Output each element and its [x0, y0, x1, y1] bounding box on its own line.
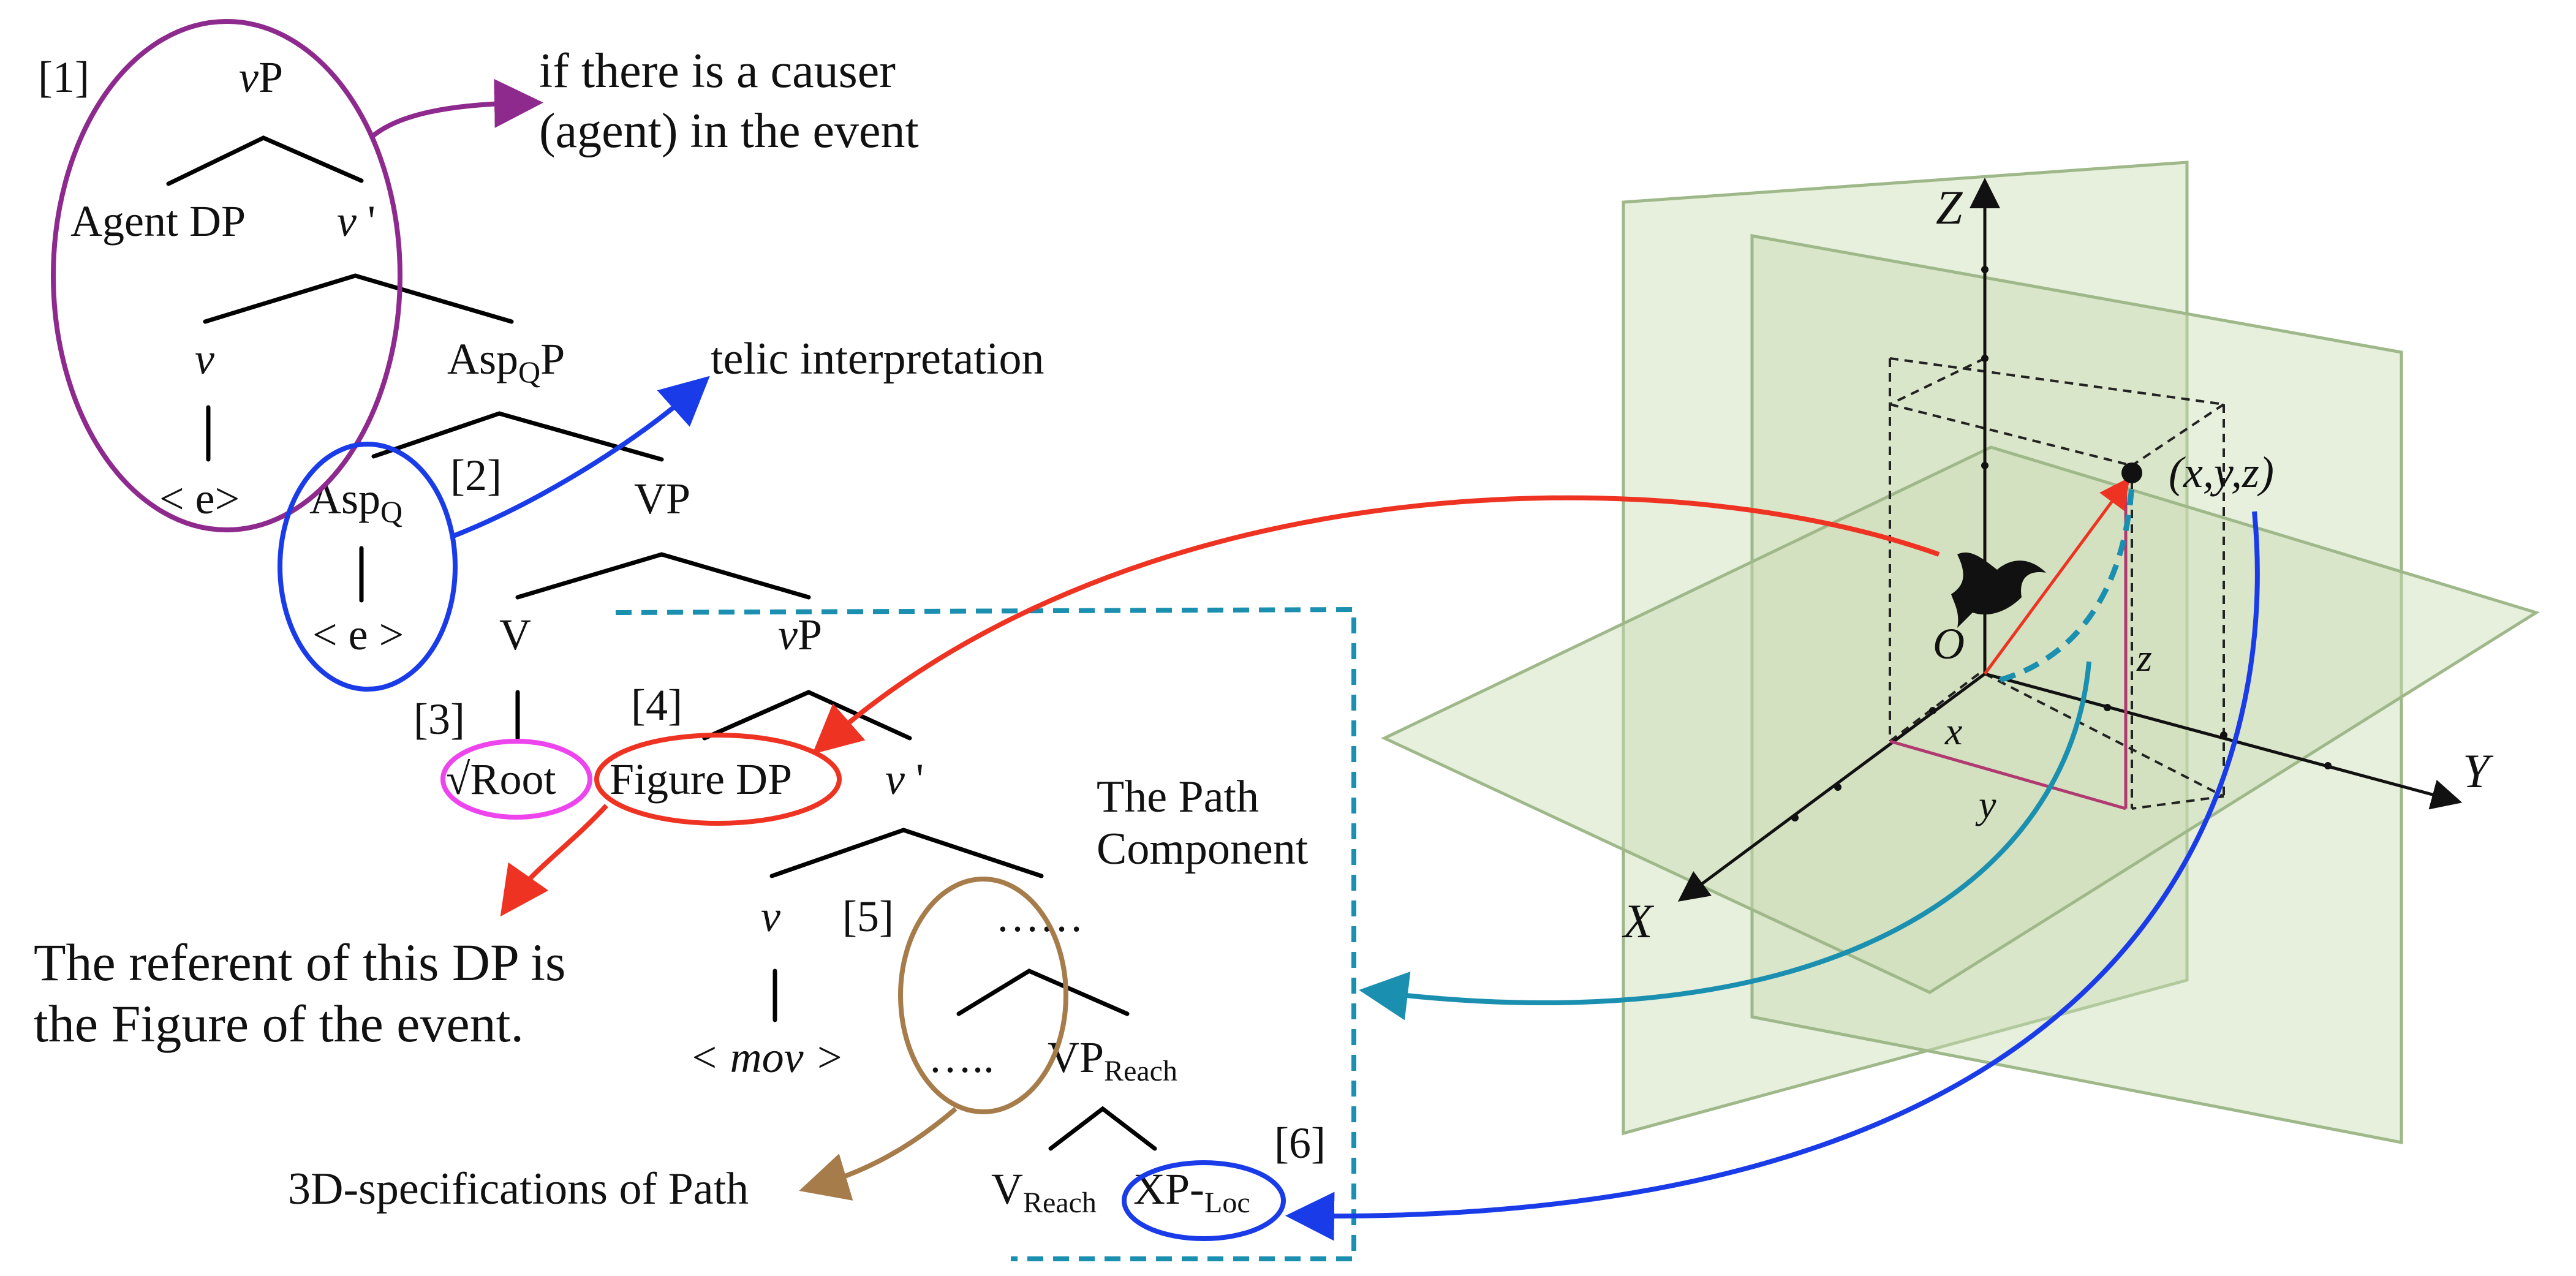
y-coord-label: y — [1975, 783, 1996, 826]
node-V: V — [499, 610, 531, 659]
x-axis-label: X — [1622, 894, 1655, 948]
node-vP-mid: vP — [778, 610, 822, 659]
index-1: [1] — [38, 53, 89, 102]
node-vP-top: vP — [239, 53, 283, 102]
path-spec-ellipse — [898, 877, 1068, 1114]
node-v-low: v — [761, 892, 780, 941]
node-dots-low: ….. — [928, 1033, 994, 1082]
index-6: [6] — [1274, 1119, 1326, 1168]
y-axis — [1984, 672, 2463, 810]
node-v-bar-top: v ' — [337, 197, 376, 246]
origin-label: O — [1933, 619, 1965, 668]
point-marker — [2121, 462, 2142, 483]
node-root: √Root — [446, 755, 556, 804]
causer-annotation-line1: if there is a causer — [539, 44, 896, 98]
figure-annotation-line1: The referent of this DP is — [34, 933, 566, 992]
spec3d-annotation: 3D-specifications of Path — [288, 1164, 749, 1214]
plane-vertical-right — [1750, 234, 2403, 1145]
coordinate-system: Z Y X O (x,y,z) x y z — [1381, 160, 2540, 1145]
node-mov: < mov > — [689, 1033, 844, 1082]
position-vector — [1983, 477, 2130, 675]
index-3: [3] — [414, 695, 465, 744]
bird-icon — [1951, 552, 2046, 628]
figure-arrow — [500, 804, 608, 917]
node-figure-dp: Figure DP — [610, 755, 792, 804]
path-component-box — [615, 606, 1356, 1261]
node-v-reach: VReach — [991, 1165, 1097, 1219]
node-vp-reach: VPReach — [1048, 1033, 1177, 1087]
node-asp-q: AspQ — [309, 474, 402, 529]
causer-arrow — [369, 78, 543, 140]
node-dots-top: …… — [995, 892, 1084, 941]
node-v-top: v — [195, 334, 214, 383]
plane-horizontal — [1381, 445, 2540, 994]
asp-q-ellipse — [278, 442, 458, 692]
path-component-label-line2: Component — [1097, 824, 1309, 874]
z-coord-label: z — [2136, 636, 2152, 679]
path-component-label-line1: The Path — [1097, 772, 1259, 822]
figure-dp-ellipse — [594, 733, 842, 826]
index-5: [5] — [842, 892, 894, 941]
plane-vertical-back — [1622, 160, 2189, 1136]
index-4: [4] — [631, 681, 682, 730]
dashed-box — [1889, 357, 2225, 810]
node-e-2: < e > — [312, 610, 404, 659]
node-v-bar-mid: v ' — [885, 755, 924, 804]
x-coord-label: x — [1944, 709, 1962, 753]
causer-annotation-line2: (agent) in the event — [539, 104, 919, 158]
node-asp-q-p: AspQP — [447, 334, 565, 389]
agent-ellipse — [51, 19, 402, 532]
node-vp: VP — [634, 474, 690, 523]
syntax-tree: vP Agent DP v ' v AspQP < e> AspQ VP < e… — [38, 53, 1326, 1219]
path-to-component-arrow — [1359, 661, 2091, 1021]
projection-lines — [1889, 484, 2128, 810]
node-agent-dp: Agent DP — [70, 197, 246, 246]
root-ellipse — [440, 739, 592, 820]
index-2: [2] — [450, 451, 502, 500]
spec3d-arrow — [799, 1106, 958, 1201]
bird-to-figure-arrow — [812, 495, 1940, 755]
telic-annotation: telic interpretation — [711, 334, 1044, 384]
telic-arrow — [452, 376, 710, 538]
point-to-xp-loc-arrow — [1285, 511, 2260, 1241]
z-axis-label: Z — [1936, 181, 1963, 234]
figure-annotation-line2: the Figure of the event. — [34, 994, 524, 1053]
y-axis-label: Y — [2463, 744, 2494, 798]
xp-loc-ellipse — [1122, 1160, 1286, 1241]
path-trajectory — [1999, 483, 2135, 683]
point-label: (x,y,z) — [2169, 448, 2274, 497]
